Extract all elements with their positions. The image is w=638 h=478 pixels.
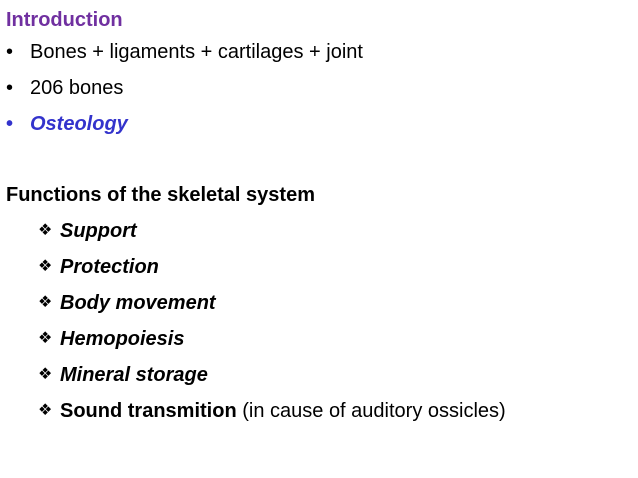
four-diamond-icon: ❖ — [38, 222, 53, 239]
bullet-dot-icon: • — [6, 77, 14, 99]
function-label: Support — [60, 220, 137, 242]
slide-title: Introduction — [6, 9, 123, 31]
function-label: Sound transmition — [60, 400, 237, 422]
bullet-item: • Bones + ligaments + cartilages + joint — [6, 40, 363, 64]
section-heading: Functions of the skeletal system — [6, 184, 315, 206]
bullet-item: • 206 bones — [6, 76, 123, 100]
bullet-dot-icon: • — [6, 41, 14, 63]
function-item: ❖ Sound transmition (in cause of auditory… — [38, 399, 506, 423]
four-diamond-icon: ❖ — [38, 294, 53, 311]
function-label: Hemopoiesis — [60, 328, 185, 350]
bullet-text: Bones + ligaments + cartilages + joint — [30, 41, 363, 63]
function-label: Mineral storage — [60, 364, 208, 386]
four-diamond-icon: ❖ — [38, 366, 53, 383]
bullet-text: Osteology — [30, 113, 128, 135]
bullet-dot-icon: • — [6, 113, 14, 135]
function-note: (in cause of auditory ossicles) — [236, 400, 506, 422]
function-item: ❖ Hemopoiesis — [38, 327, 184, 351]
four-diamond-icon: ❖ — [38, 258, 53, 275]
bullet-text: 206 bones — [30, 77, 124, 99]
four-diamond-icon: ❖ — [38, 330, 53, 347]
function-label: Body movement — [60, 292, 216, 314]
function-item: ❖ Support — [38, 219, 137, 243]
bullet-item-highlight: • Osteology — [6, 112, 128, 136]
function-item: ❖ Body movement — [38, 291, 216, 315]
four-diamond-icon: ❖ — [38, 402, 53, 419]
function-item: ❖ Protection — [38, 255, 159, 279]
function-item: ❖ Mineral storage — [38, 363, 208, 387]
function-label: Protection — [60, 256, 159, 278]
